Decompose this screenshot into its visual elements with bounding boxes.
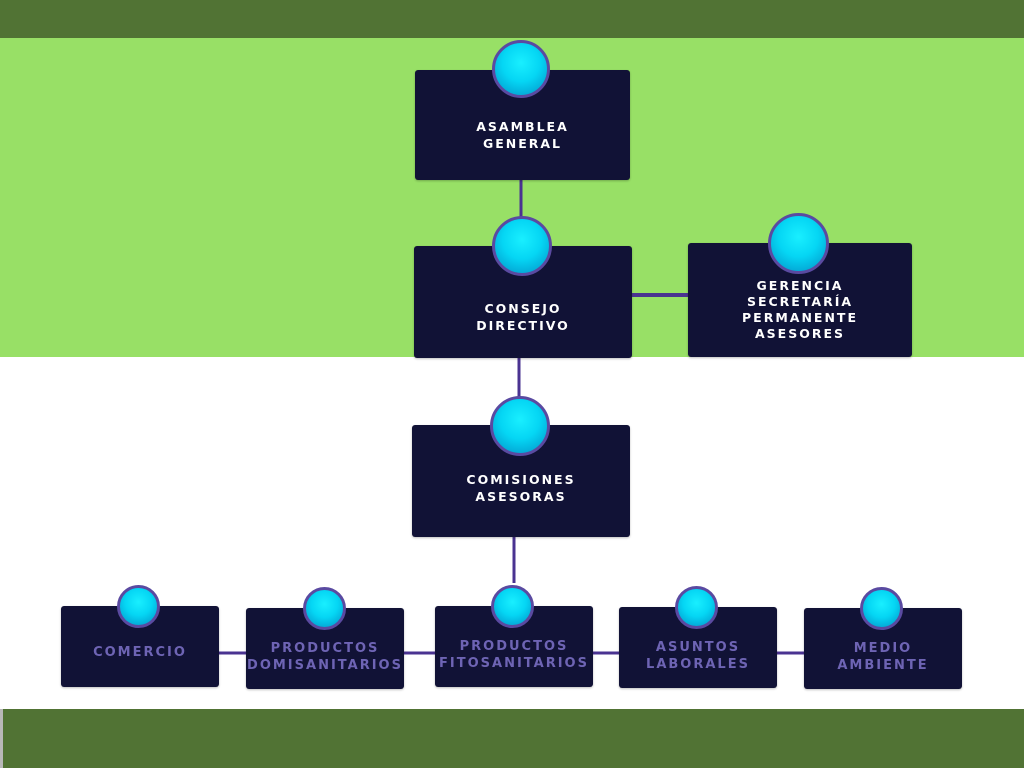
top-band — [0, 0, 1024, 38]
node-label-consejo-directivo: CONSEJO DIRECTIVO — [476, 301, 570, 333]
circle-badge-icon — [860, 587, 903, 630]
node-label-medio-ambiente: MEDIO AMBIENTE — [837, 640, 929, 673]
node-comercio: COMERCIO — [61, 606, 219, 687]
circle-badge-icon — [303, 587, 346, 630]
node-label-asuntos-laborales: ASUNTOS LABORALES — [646, 639, 750, 672]
circle-badge-icon — [768, 213, 829, 274]
node-label-gerencia: GERENCIA SECRETARÍA PERMANENTE ASESORES — [742, 278, 858, 341]
node-consejo-directivo: CONSEJO DIRECTIVO — [414, 246, 632, 358]
circle-badge-icon — [492, 216, 552, 276]
circle-badge-icon — [492, 40, 550, 98]
node-label-productos-fitosanitarios: PRODUCTOS FITOSANITARIOS — [439, 638, 589, 671]
node-label-comercio: COMERCIO — [93, 645, 187, 660]
node-gerencia: GERENCIA SECRETARÍA PERMANENTE ASESORES — [688, 243, 912, 357]
circle-badge-icon — [490, 396, 550, 456]
node-label-comisiones-asesoras: COMISIONES ASESORAS — [466, 472, 576, 504]
bottom-band — [0, 709, 1024, 768]
node-asuntos-laborales: ASUNTOS LABORALES — [619, 607, 777, 688]
node-label-asamblea-general: ASAMBLEA GENERAL — [476, 119, 569, 151]
circle-badge-icon — [675, 586, 718, 629]
circle-badge-icon — [491, 585, 534, 628]
circle-badge-icon — [117, 585, 160, 628]
node-label-productos-domisanitarios: PRODUCTOS DOMISANITARIOS — [247, 640, 403, 673]
